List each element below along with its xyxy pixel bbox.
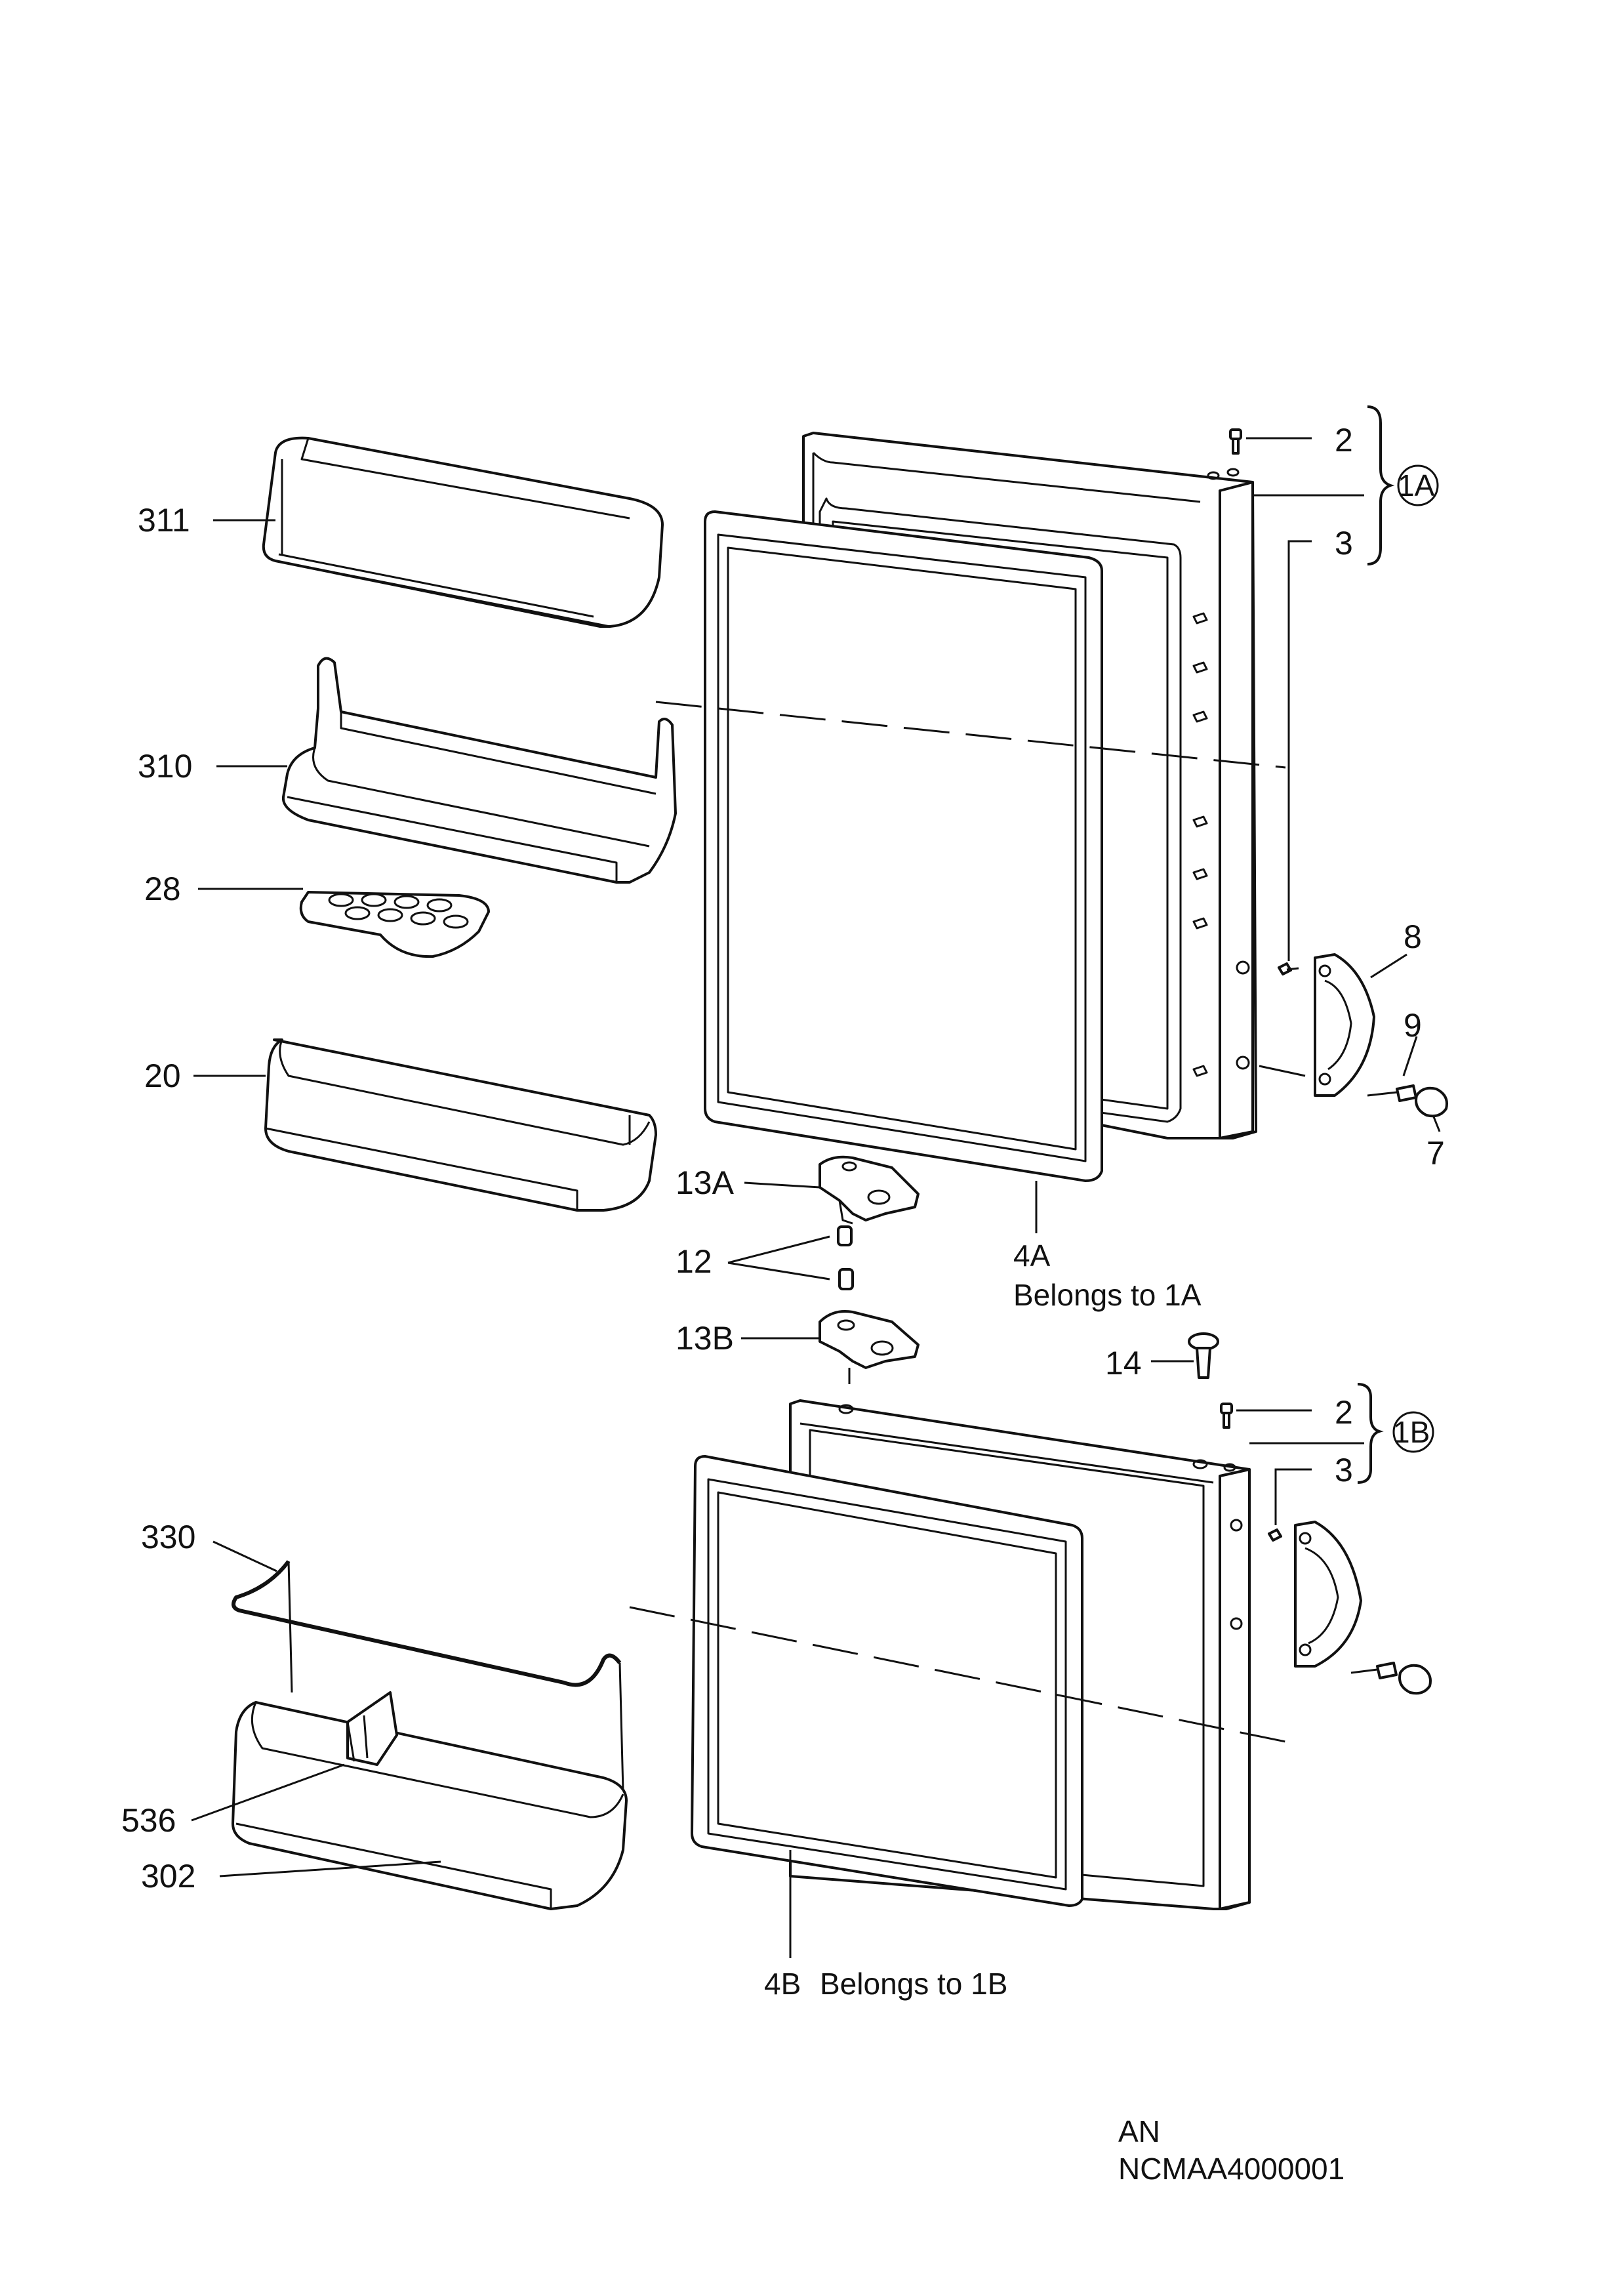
- part-2-screw-top: [1229, 428, 1242, 455]
- label-3-bottom: 3: [1335, 1452, 1353, 1488]
- part-311-shelf-cover: [262, 436, 664, 628]
- label-4B-note: Belongs to 1B: [820, 1967, 1007, 2001]
- label-2-bottom: 2: [1335, 1394, 1353, 1431]
- part-536-divider: [346, 1691, 398, 1766]
- bracket-1B: [1357, 1383, 1384, 1484]
- leader-3-bottom: [1274, 1468, 1312, 1525]
- label-311: 311: [138, 502, 190, 539]
- label-9: 9: [1404, 1007, 1422, 1044]
- label-20: 20: [144, 1057, 181, 1094]
- part-12-hinge-pins: [837, 1225, 854, 1290]
- part-13A-hinge: [819, 1155, 920, 1225]
- leader-536: [191, 1763, 345, 1822]
- label-group-1B: 1B: [1393, 1415, 1430, 1449]
- part-13B-hinge: [819, 1310, 920, 1384]
- dashed-axis-lower: [629, 1606, 1286, 1743]
- part-3-screw-top: [1278, 962, 1299, 975]
- group-circle-1A: [1397, 464, 1439, 506]
- leader-13A: [744, 1181, 820, 1189]
- leader-302: [219, 1860, 441, 1877]
- leader-9: [1402, 1036, 1418, 1076]
- label-310: 310: [138, 748, 192, 785]
- part-3-screw-bottom: [1268, 1528, 1282, 1542]
- leader-12a: [727, 1235, 830, 1264]
- label-302: 302: [141, 1858, 195, 1895]
- leader-12b: [727, 1261, 830, 1281]
- part-9-screw: [1367, 1084, 1417, 1102]
- label-12: 12: [676, 1243, 712, 1280]
- part-2-screw-bottom: [1220, 1403, 1233, 1429]
- footer-code-line1: AN: [1118, 2114, 1160, 2148]
- label-4B: 4B: [764, 1967, 801, 2001]
- leader-3-top: [1287, 540, 1312, 961]
- label-330: 330: [141, 1519, 195, 1555]
- label-13B: 13B: [676, 1320, 734, 1357]
- label-3-top: 3: [1335, 525, 1353, 562]
- leader-door-handle: [1259, 1065, 1306, 1077]
- label-4A: 4A: [1013, 1239, 1051, 1273]
- label-7: 7: [1426, 1135, 1445, 1172]
- label-2-top: 2: [1335, 422, 1353, 459]
- lower-screw-and-cap: [1350, 1662, 1432, 1695]
- part-8-handle: [1314, 953, 1375, 1097]
- part-4A-gasket: [704, 510, 1103, 1182]
- label-536: 536: [121, 1802, 176, 1839]
- part-7-cap: [1415, 1086, 1448, 1118]
- label-8: 8: [1404, 918, 1422, 955]
- part-20-door-bin: [264, 1038, 657, 1212]
- bracket-1A: [1367, 405, 1395, 565]
- label-4A-note: Belongs to 1A: [1013, 1278, 1202, 1312]
- leader-330: [212, 1540, 277, 1572]
- leader-7: [1432, 1115, 1441, 1132]
- label-13A: 13A: [676, 1164, 735, 1201]
- part-28-egg-tray: [299, 891, 490, 958]
- dashed-axis-upper: [655, 701, 1286, 769]
- footer-code-line2: NCMAA4000001: [1118, 2152, 1345, 2186]
- part-4B-gasket: [691, 1455, 1083, 1907]
- leader-8: [1370, 953, 1407, 979]
- part-302-bottom-bin: [232, 1701, 628, 1910]
- part-14-pin: [1188, 1332, 1219, 1379]
- label-group-1A: 1A: [1398, 468, 1435, 502]
- part-330-wire-rail: [232, 1560, 624, 1792]
- group-circle-1B: [1392, 1411, 1434, 1453]
- label-14: 14: [1105, 1345, 1142, 1382]
- lower-handle: [1294, 1521, 1362, 1668]
- label-28: 28: [144, 871, 181, 907]
- part-310-door-bin: [281, 657, 677, 884]
